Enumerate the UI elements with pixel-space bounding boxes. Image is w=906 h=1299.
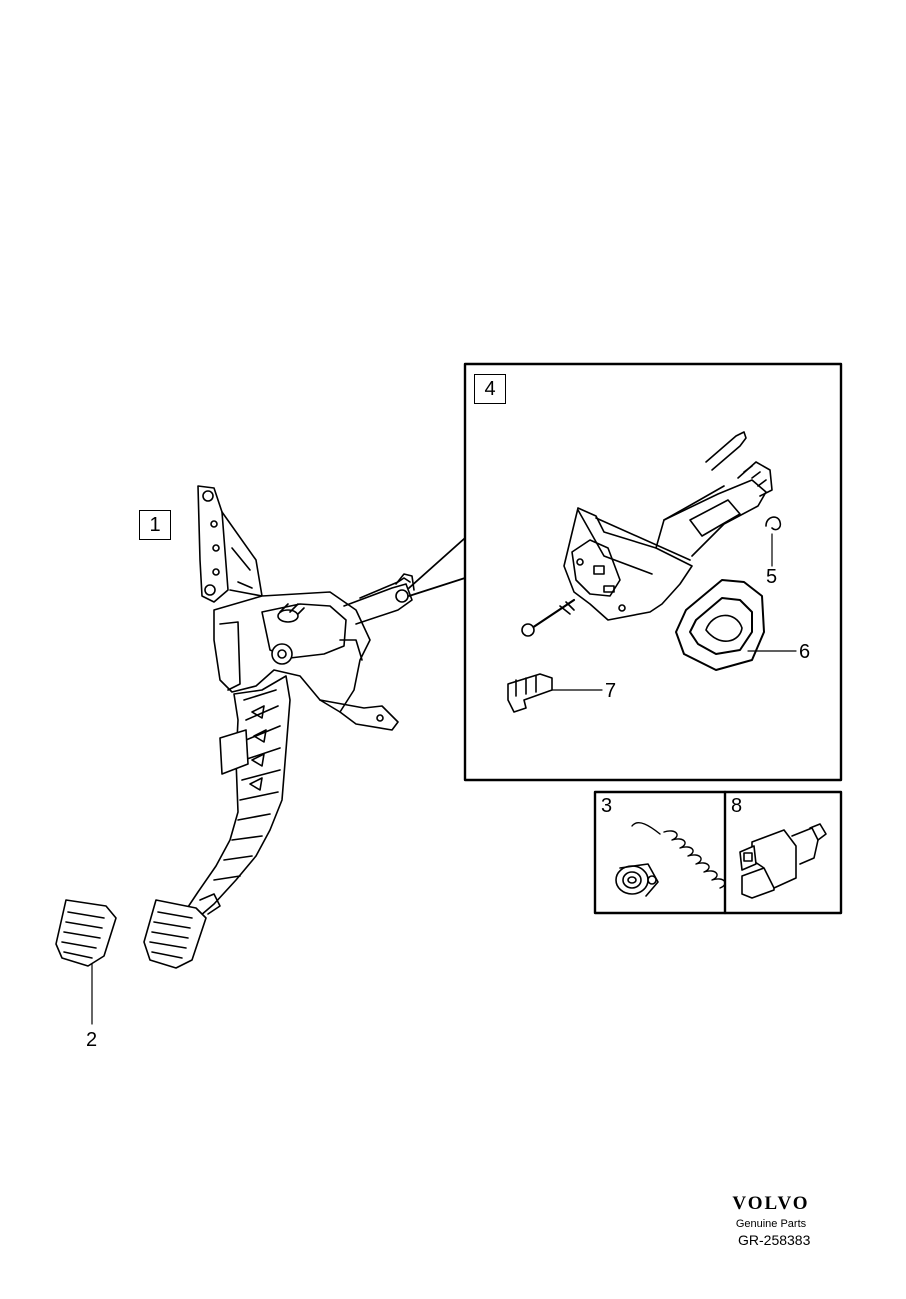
brand-subtitle: Genuine Parts (735, 1218, 807, 1230)
callout-7: 7 (605, 680, 617, 702)
callout-4: 4 (474, 374, 506, 404)
callout-6: 6 (799, 641, 811, 663)
inset-box-4 (408, 362, 843, 782)
callout-2: 2 (86, 1029, 98, 1051)
callout-5: 5 (766, 566, 778, 588)
pedal-pad-illustration (55, 899, 117, 1025)
volvo-logo: VOLVO (732, 1193, 810, 1214)
diagram-id: GR-258383 (738, 1232, 811, 1248)
inset-box-3-8 (593, 790, 843, 915)
callout-8: 8 (731, 795, 743, 817)
brand-block: VOLVO Genuine Parts (716, 1193, 826, 1230)
callout-1: 1 (139, 510, 171, 540)
callout-3: 3 (601, 795, 613, 817)
clutch-pedal-assembly-illustration (143, 485, 415, 969)
